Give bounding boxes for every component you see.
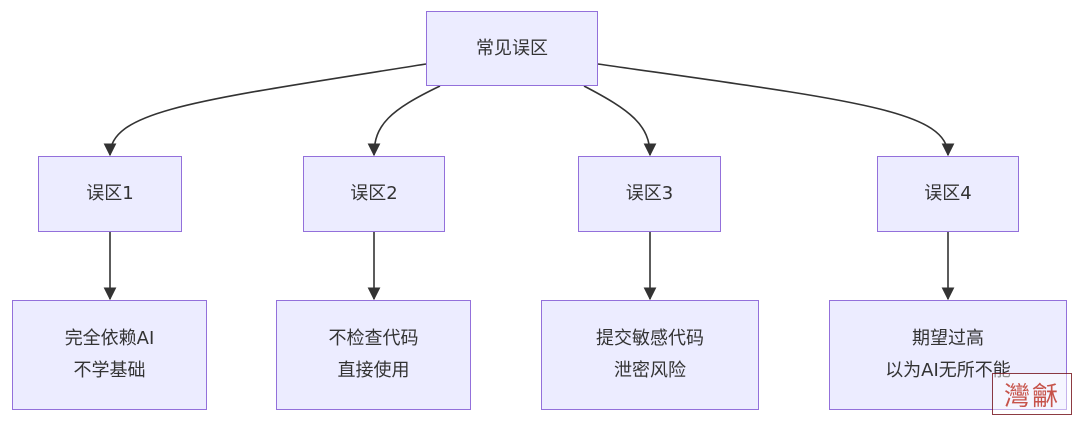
branch-node-4: 误区4	[877, 156, 1019, 232]
branch-node-1: 误区1	[38, 156, 182, 232]
detail-line: 期望过高	[912, 328, 984, 349]
detail-line: 提交敏感代码	[596, 328, 704, 349]
root-node-label: 常见误区	[476, 37, 548, 59]
detail-node-1: 完全依赖AI 不学基础	[12, 300, 207, 410]
watermark-stamp: 灣龢	[992, 373, 1072, 415]
edge-root-to-branch-3	[583, 85, 657, 157]
edge-root-to-branch-1	[103, 63, 427, 157]
watermark-text: 灣龢	[1003, 381, 1060, 412]
detail-node-4: 期望过高 以为AI无所不能	[829, 300, 1067, 410]
root-node: 常见误区	[426, 11, 598, 86]
branch-node-2: 误区2	[303, 156, 445, 232]
detail-node-3: 提交敏感代码 泄密风险	[541, 300, 759, 410]
branch-node-label: 误区2	[350, 183, 398, 204]
edge-root-to-branch-4	[597, 63, 955, 157]
detail-line: 不检查代码	[328, 328, 419, 349]
edge-root-to-branch-2	[367, 85, 441, 157]
branch-node-3: 误区3	[578, 156, 721, 232]
detail-line: 以为AI无所不能	[885, 360, 1011, 381]
branch-node-label: 误区3	[625, 183, 674, 204]
branch-node-label: 误区4	[924, 183, 972, 204]
detail-line: 泄密风险	[614, 360, 686, 381]
detail-line: 直接使用	[337, 360, 410, 381]
branch-node-label: 误区1	[86, 183, 134, 204]
detail-line: 不学基础	[73, 360, 146, 381]
detail-node-2: 不检查代码 直接使用	[276, 300, 471, 410]
detail-line: 完全依赖AI	[64, 328, 155, 349]
